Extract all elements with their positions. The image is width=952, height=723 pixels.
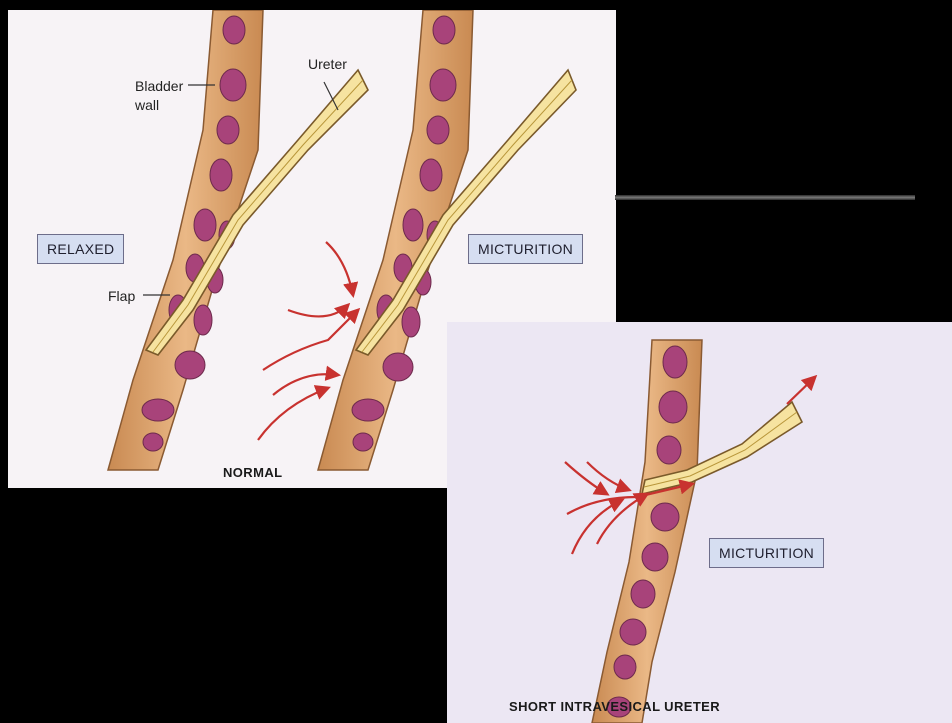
bladder-wall-relaxed bbox=[108, 10, 263, 470]
bladder-wall-short bbox=[592, 340, 702, 723]
normal-caption: NORMAL bbox=[223, 465, 282, 480]
short-ureter-illustration bbox=[447, 322, 952, 723]
micturition-state-box: MICTURITION bbox=[468, 234, 583, 264]
flap-label: Flap bbox=[108, 287, 135, 305]
slide-divider bbox=[615, 195, 915, 200]
short-ureter-diagram-panel: MICTURITION SHORT INTRAVESICAL URETER bbox=[447, 322, 952, 723]
micturition-state-box-short: MICTURITION bbox=[709, 538, 824, 568]
short-ureter-caption: SHORT INTRAVESICAL URETER bbox=[509, 699, 720, 714]
bladder-wall-label-line2: wall bbox=[135, 96, 159, 114]
relaxed-state-box: RELAXED bbox=[37, 234, 124, 264]
bladder-wall-label-line1: Bladder bbox=[135, 77, 183, 95]
ureter-label: Ureter bbox=[308, 55, 347, 73]
